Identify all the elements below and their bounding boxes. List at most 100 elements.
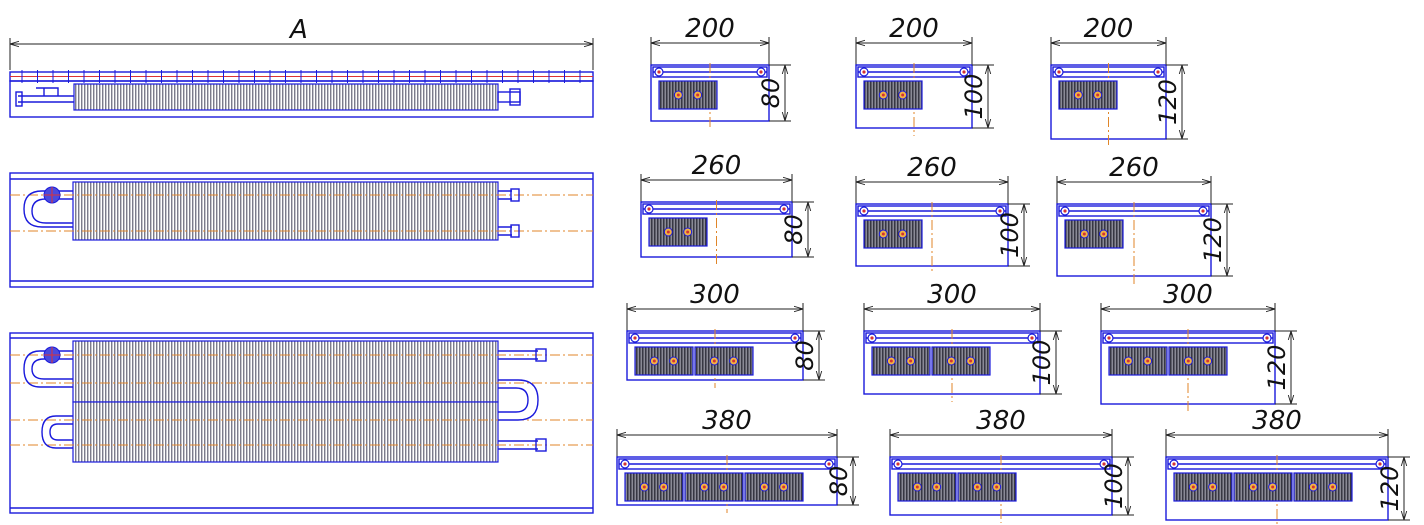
height-label: 100 (996, 212, 1024, 258)
outlet-fitting-upper (510, 188, 520, 202)
finned-block (1293, 472, 1353, 502)
finned-block (648, 217, 708, 247)
heat-exchanger-lower (72, 401, 499, 463)
finned-block (744, 472, 804, 502)
bolt-center-icon (862, 70, 866, 74)
cross-sections: 2008020010020012026080260100260120300803… (616, 14, 1410, 525)
cross-section-380x100: 380 100 (889, 406, 1134, 523)
finned-block (624, 472, 684, 502)
finned-block (863, 80, 923, 110)
finned-block (863, 219, 923, 249)
u-bend-pipe (23, 190, 73, 228)
bolt-center-icon (657, 70, 661, 74)
height-label: 120 (1154, 79, 1182, 125)
bolt-center-icon (623, 462, 627, 466)
width-label: 260 (907, 153, 957, 183)
bolt-center-icon (998, 209, 1002, 213)
bolt-center-icon (1156, 70, 1160, 74)
cross-section-380x80: 380 80 (616, 406, 859, 513)
bolt-center-icon (1102, 462, 1106, 466)
height-label: 80 (757, 78, 785, 109)
width-label: 380 (702, 406, 752, 436)
height-label: 120 (1376, 466, 1404, 512)
housing-side (9, 80, 594, 118)
finned-block (931, 346, 991, 376)
cross-section-260x120: 260 120 (1056, 153, 1233, 284)
outlet-fitting-side (509, 88, 521, 106)
width-label: 200 (685, 14, 735, 44)
finned-block (1168, 346, 1228, 376)
outlet-pipe-side (497, 91, 521, 103)
u-bend-right (498, 379, 539, 421)
finned-block (897, 472, 957, 502)
width-label: 300 (927, 280, 977, 310)
height-label: 120 (1263, 345, 1291, 391)
finned-block (684, 472, 744, 502)
height-label: 120 (1199, 217, 1227, 263)
bolt-center-icon (1063, 209, 1067, 213)
height-label: 80 (780, 214, 808, 245)
bolt-center-icon (896, 462, 900, 466)
heat-exchanger-upper (72, 340, 499, 403)
plan-view-single-row (9, 172, 594, 288)
width-label: 380 (976, 406, 1026, 436)
inlet-pipe-side (18, 87, 74, 103)
finned-block (1173, 472, 1233, 502)
bolt-center-icon (1107, 336, 1111, 340)
finned-block (658, 80, 718, 110)
width-label: 300 (690, 280, 740, 310)
cross-section-200x100: 200 100 (855, 14, 994, 136)
outlet-fitting-bottom (535, 438, 547, 452)
outlet-pipes-double (498, 350, 538, 450)
finned-block (634, 346, 694, 376)
finned-block (1058, 80, 1118, 110)
housing-top-single (9, 172, 594, 288)
cross-section-200x80: 200 80 (650, 14, 791, 129)
width-label: 380 (1252, 406, 1302, 436)
height-label: 80 (825, 466, 853, 497)
width-label: 260 (1109, 153, 1159, 183)
bolt-center-icon (759, 70, 763, 74)
finned-block (694, 346, 754, 376)
width-label: 300 (1163, 280, 1213, 310)
cross-section-260x80: 260 80 (640, 151, 814, 265)
outlet-fitting-top (535, 348, 547, 362)
outlet-fitting-lower (510, 224, 520, 238)
bolt-center-icon (633, 336, 637, 340)
bolt-center-icon (647, 207, 651, 211)
heat-exchanger-single (72, 181, 499, 241)
bolt-center-icon (1378, 462, 1382, 466)
bolt-center-icon (827, 462, 831, 466)
housing-top-double (9, 332, 594, 514)
u-bend-left-bottom (41, 415, 73, 449)
height-label: 100 (960, 74, 988, 120)
bolt-center-icon (1057, 70, 1061, 74)
cross-section-300x120: 300 120 (1100, 280, 1297, 412)
cross-section-380x120: 380 120 (1165, 406, 1410, 525)
finned-block (1233, 472, 1293, 502)
bolt-center-icon (1172, 462, 1176, 466)
bolt-center-icon (862, 209, 866, 213)
height-label: 100 (1028, 340, 1056, 386)
cross-section-260x100: 260 100 (855, 153, 1030, 274)
finned-block (871, 346, 931, 376)
cross-section-300x100: 300 100 (863, 280, 1062, 402)
dimension-a-label: A (288, 15, 308, 45)
bolt-center-icon (1201, 209, 1205, 213)
bolt-center-icon (793, 336, 797, 340)
finned-block (1064, 219, 1124, 249)
height-label: 80 (791, 340, 819, 371)
height-label: 100 (1100, 463, 1128, 509)
cross-section-300x80: 300 80 (626, 280, 825, 388)
width-label: 260 (692, 151, 742, 181)
finned-block (1108, 346, 1168, 376)
plan-view-side: A (9, 15, 594, 118)
bolt-center-icon (782, 207, 786, 211)
outlet-pipes-single (498, 190, 512, 236)
inlet-cap-side (15, 91, 23, 107)
bolt-center-icon (870, 336, 874, 340)
u-bend-left-top (23, 350, 73, 388)
width-label: 200 (889, 14, 939, 44)
